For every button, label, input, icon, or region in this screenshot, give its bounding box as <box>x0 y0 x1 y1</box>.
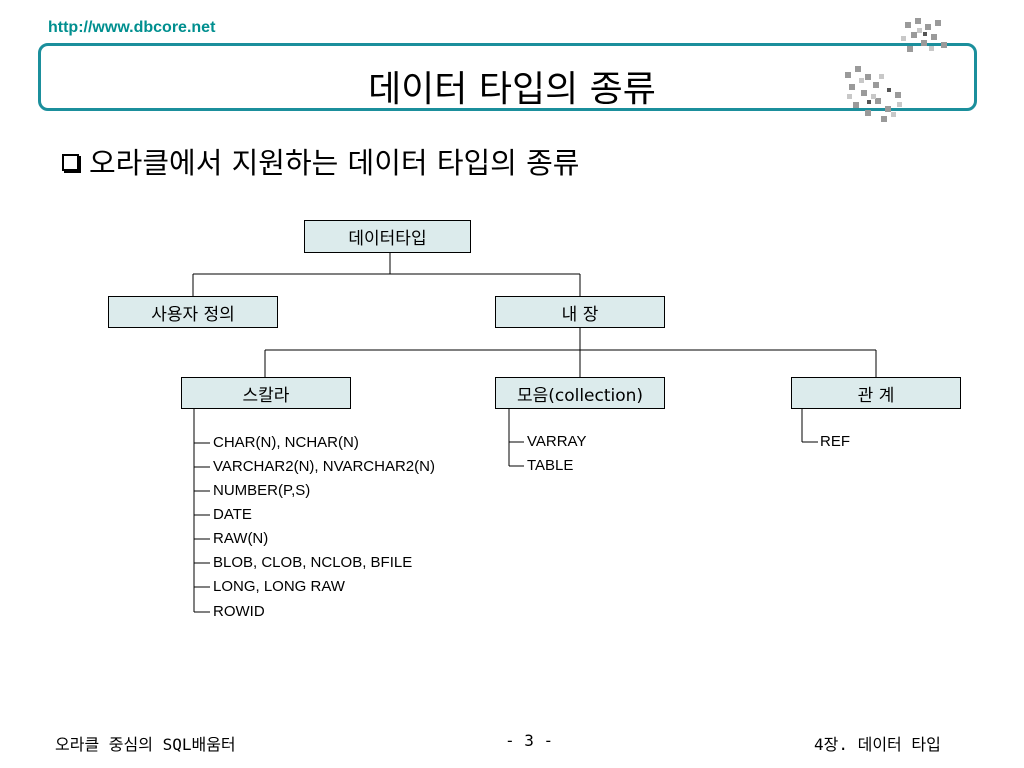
leaf-scalar-varchar2: VARCHAR2(N), NVARCHAR2(N) <box>213 458 435 475</box>
leaf-relation-ref: REF <box>820 433 850 450</box>
node-user-defined: 사용자 정의 <box>108 296 278 328</box>
checkbox-bullet-icon <box>62 153 79 171</box>
leaf-scalar-number: NUMBER(P,S) <box>213 482 311 499</box>
node-relation: 관 계 <box>791 377 961 409</box>
footer-page-number: - 3 - <box>505 731 554 750</box>
section-heading-text: 오라클에서 지원하는 데이터 타입의 종류 <box>89 146 580 180</box>
leaf-collection-table: TABLE <box>527 457 574 474</box>
footer-chapter: 4장. 데이터 타입 <box>814 735 941 754</box>
node-builtin: 내 장 <box>495 296 665 328</box>
node-scalar: 스칼라 <box>181 377 351 409</box>
node-data-type: 데이터타입 <box>304 220 471 253</box>
section-heading: 오라클에서 지원하는 데이터 타입의 종류 <box>62 140 579 182</box>
leaf-scalar-date: DATE <box>213 506 252 523</box>
leaf-scalar-rowid: ROWID <box>213 603 265 620</box>
page-title: 데이터 타입의 종류 <box>368 69 656 110</box>
leaf-scalar-char: CHAR(N), NCHAR(N) <box>213 434 359 451</box>
site-url[interactable]: http://www.dbcore.net <box>48 19 216 36</box>
leaf-scalar-long: LONG, LONG RAW <box>213 578 345 595</box>
leaf-scalar-lob: BLOB, CLOB, NCLOB, BFILE <box>213 554 413 571</box>
node-collection: 모음(collection) <box>495 377 665 409</box>
leaf-scalar-raw: RAW(N) <box>213 530 269 547</box>
footer-book-title: 오라클 중심의 SQL배움터 <box>55 735 236 754</box>
leaf-collection-varray: VARRAY <box>527 433 587 450</box>
pixel-decoration-icon <box>845 18 947 122</box>
title-frame <box>38 43 977 111</box>
